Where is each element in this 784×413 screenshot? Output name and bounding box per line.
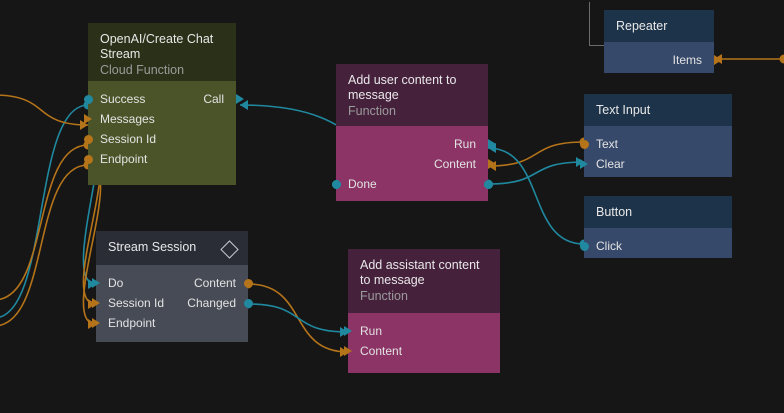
port-session-id-connector[interactable] xyxy=(92,298,100,308)
port-row: Click xyxy=(579,236,732,256)
port-done-connector[interactable] xyxy=(483,179,493,189)
port-label-done: Done xyxy=(348,177,377,191)
port-row: Run xyxy=(336,134,496,154)
wire-offscreen-to-messages xyxy=(0,94,89,126)
port-content-connector[interactable] xyxy=(344,346,352,356)
port-clear-connector[interactable] xyxy=(580,159,588,169)
node-title: OpenAI/Create Chat Stream xyxy=(100,32,214,61)
port-label-success: Success xyxy=(100,92,146,106)
wire-click-to-run xyxy=(487,147,585,245)
port-row: Endpoint xyxy=(83,149,236,169)
wire-changed-to-assistant-run xyxy=(247,303,349,333)
node-title: Text Input xyxy=(596,103,651,117)
port-label-session-id: Session Id xyxy=(108,296,165,310)
port-label-text: Text xyxy=(596,137,619,151)
port-label-endpoint: Endpoint xyxy=(108,316,156,330)
port-label-clear: Clear xyxy=(596,157,625,171)
port-label-changed: Changed xyxy=(187,296,236,310)
port-row: Run xyxy=(344,321,500,341)
wire-done-right-to-clear xyxy=(487,161,585,185)
node-header-repeater[interactable]: Repeater xyxy=(604,10,714,42)
node-title: Add assistant content to message xyxy=(360,258,480,287)
port-label-run: Run xyxy=(453,137,476,151)
port-row: Done xyxy=(331,174,493,194)
port-label-content: Content xyxy=(360,344,403,358)
node-title: Stream Session xyxy=(108,240,197,254)
port-run-connector[interactable] xyxy=(488,139,496,149)
port-changed-connector[interactable] xyxy=(243,298,253,308)
node-header-stream-session[interactable]: Stream Session xyxy=(96,231,248,265)
port-row: Do Content xyxy=(92,273,253,293)
wire-offscreen-to-sessionid xyxy=(0,144,89,300)
port-session-id-connector[interactable] xyxy=(83,134,93,144)
port-row: Items xyxy=(604,50,722,70)
port-content-connector[interactable] xyxy=(243,278,253,288)
port-call-connector[interactable] xyxy=(236,94,244,104)
node-header-button[interactable]: Button xyxy=(584,196,732,228)
wire-content-to-assistant-content xyxy=(247,283,349,353)
port-label-click: Click xyxy=(596,239,622,253)
port-label-call: Call xyxy=(203,92,224,106)
port-click-connector[interactable] xyxy=(579,241,589,251)
port-endpoint-connector[interactable] xyxy=(83,154,93,164)
port-row: Success Call xyxy=(83,89,244,109)
node-header-text-input[interactable]: Text Input xyxy=(584,94,732,126)
node-subtitle: Function xyxy=(348,104,396,118)
port-content-connector[interactable] xyxy=(488,159,496,169)
port-label-run: Run xyxy=(360,324,383,338)
port-label-endpoint: Endpoint xyxy=(100,152,148,166)
port-messages-connector[interactable] xyxy=(84,114,92,124)
port-success-connector[interactable] xyxy=(83,94,93,104)
wire-text-to-content xyxy=(487,141,585,167)
node-body-repeater: Items xyxy=(604,42,722,80)
port-label-content: Content xyxy=(433,157,476,171)
port-do-connector[interactable] xyxy=(92,278,100,288)
port-label-content: Content xyxy=(193,276,236,290)
repeater-bracket xyxy=(589,2,604,46)
node-title: Button xyxy=(596,205,633,219)
port-run-connector[interactable] xyxy=(344,326,352,336)
node-title: Repeater xyxy=(616,19,668,33)
port-row: Session Id Changed xyxy=(92,293,253,313)
wire-offscreen-to-success xyxy=(0,104,89,318)
node-body-button: Click xyxy=(579,228,732,266)
wire-offscreen-to-endpoint xyxy=(0,164,89,326)
node-title: Add user content to message xyxy=(348,73,457,102)
node-subtitle: Function xyxy=(360,289,408,303)
port-label-do: Do xyxy=(108,276,124,290)
port-row: Text xyxy=(579,134,732,154)
port-row: Endpoint xyxy=(92,313,248,333)
port-row: Session Id xyxy=(83,129,236,149)
port-text-connector[interactable] xyxy=(579,139,589,149)
port-label-messages: Messages xyxy=(100,112,155,126)
port-done-connector[interactable] xyxy=(331,179,341,189)
node-subtitle: Cloud Function xyxy=(100,63,185,77)
port-row: Content xyxy=(344,341,500,361)
wire-origin-items-to-left xyxy=(779,54,784,64)
port-items-connector[interactable] xyxy=(714,55,722,65)
port-row: Messages xyxy=(84,109,236,129)
port-label-session-id: Session Id xyxy=(100,132,157,146)
port-label-items: Items xyxy=(672,53,702,67)
port-row: Clear xyxy=(580,154,732,174)
port-row: Content xyxy=(336,154,496,174)
port-endpoint-connector[interactable] xyxy=(92,318,100,328)
